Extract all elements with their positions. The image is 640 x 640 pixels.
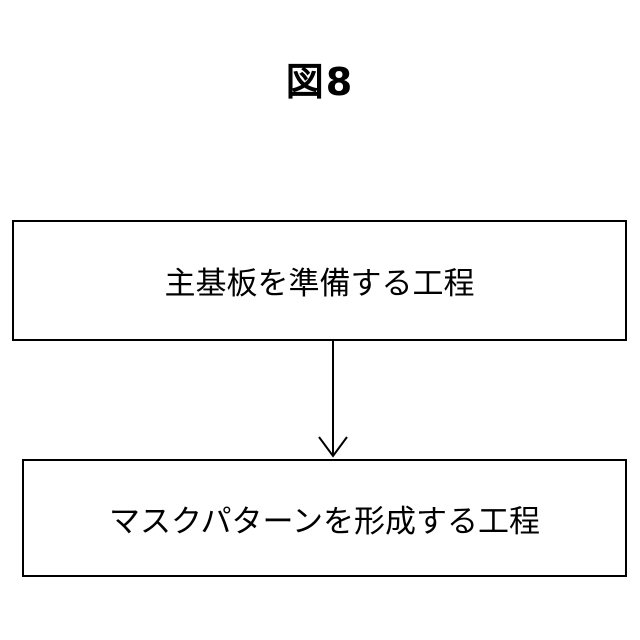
- step-box-form-mask-pattern: マスクパターンを形成する工程: [22, 459, 627, 577]
- step-label: マスクパターンを形成する工程: [109, 496, 540, 541]
